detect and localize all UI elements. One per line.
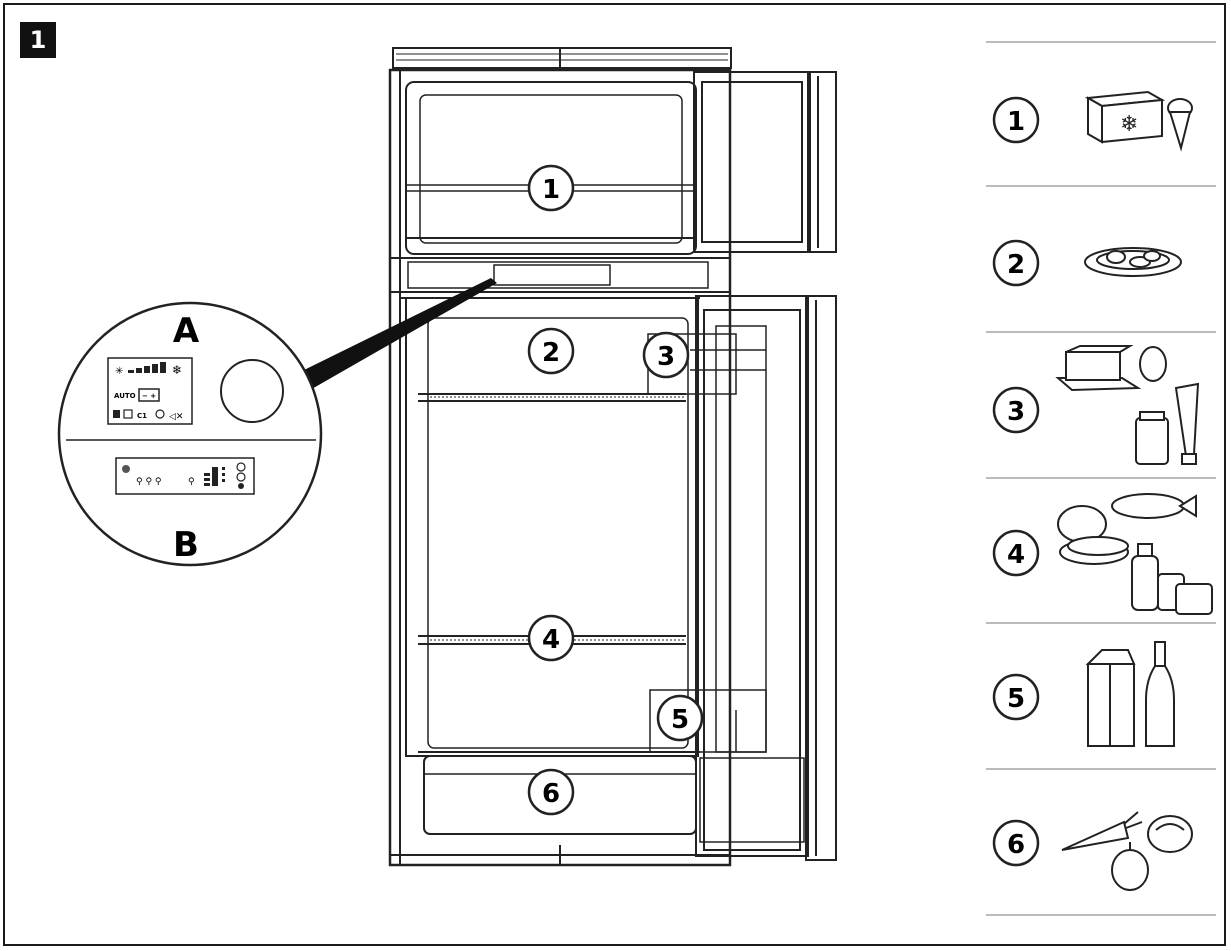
panel-a-code-text: C1 [137, 412, 147, 420]
compartment-marker-5: 5 [656, 694, 704, 742]
control-panel-strip [389, 257, 731, 299]
svg-text:⚲ ⚲ ⚲: ⚲ ⚲ ⚲ [136, 477, 162, 487]
fridge-compartment [405, 297, 700, 835]
svg-text:3: 3 [1007, 397, 1025, 427]
panel-a-auto-text: AUTO [114, 392, 136, 400]
control-panel-callout: A B ✳ ❄ AUTO − + C1 ◁✕ ⚲ ⚲ ⚲ [57, 278, 497, 567]
panel-b-display: ⚲ ⚲ ⚲ ⚲ [115, 457, 255, 495]
storage-legend [986, 41, 1216, 916]
compartment-markers: 1 2 3 4 5 6 [527, 164, 704, 816]
legend-row-5: 5 [992, 641, 1175, 747]
plate-of-food-icon [1084, 247, 1182, 277]
compartment-marker-2: 2 [527, 327, 575, 375]
compartment-marker-4: 4 [527, 614, 575, 662]
panel-a-label: A [173, 311, 200, 351]
legend-row-6: 6 [992, 811, 1193, 891]
svg-text:1: 1 [1007, 107, 1025, 137]
svg-text:4: 4 [542, 625, 560, 655]
butter-eggs-jar-tube-icon [1055, 345, 1200, 465]
svg-text:❄: ❄ [172, 363, 182, 377]
freezer-door [693, 71, 837, 253]
svg-text:✳: ✳ [115, 366, 123, 377]
meat-fish-dairy-icon [1057, 493, 1213, 615]
vegetables-icon [1061, 811, 1193, 891]
compartment-marker-1: 1 [527, 164, 575, 212]
svg-text:2: 2 [1007, 250, 1025, 280]
svg-text:❄: ❄ [1120, 112, 1138, 137]
carton-bottle-icon [1085, 641, 1175, 747]
figure-number-badge: 1 [20, 22, 56, 58]
svg-text:5: 5 [1007, 684, 1025, 714]
temperature-dial[interactable] [220, 359, 284, 423]
panel-b-label: B [173, 525, 199, 565]
svg-text:3: 3 [657, 342, 675, 372]
svg-text:6: 6 [542, 779, 560, 809]
compartment-marker-6: 6 [527, 768, 575, 816]
figure-frame [3, 3, 1226, 946]
svg-text:1: 1 [542, 175, 560, 205]
svg-text:− +: − + [142, 392, 156, 400]
panel-a-display: ✳ ❄ AUTO − + C1 ◁✕ [107, 357, 193, 425]
svg-text:5: 5 [671, 705, 689, 735]
svg-text:⚲: ⚲ [188, 477, 195, 487]
frozen-food-icon: ❄ [1084, 90, 1193, 152]
svg-text:4: 4 [1007, 540, 1025, 570]
svg-text:2: 2 [542, 338, 560, 368]
fridge-door [647, 295, 837, 861]
fridge-cabinet [388, 47, 732, 867]
compartment-marker-3: 3 [642, 331, 690, 379]
legend-row-1: 1 ❄ [992, 90, 1193, 152]
legend-row-4: 4 [992, 493, 1213, 615]
legend-row-3: 3 [992, 345, 1200, 465]
svg-text:6: 6 [1007, 830, 1025, 860]
legend-row-2: 2 [992, 239, 1182, 287]
svg-text:◁✕: ◁✕ [169, 412, 183, 422]
